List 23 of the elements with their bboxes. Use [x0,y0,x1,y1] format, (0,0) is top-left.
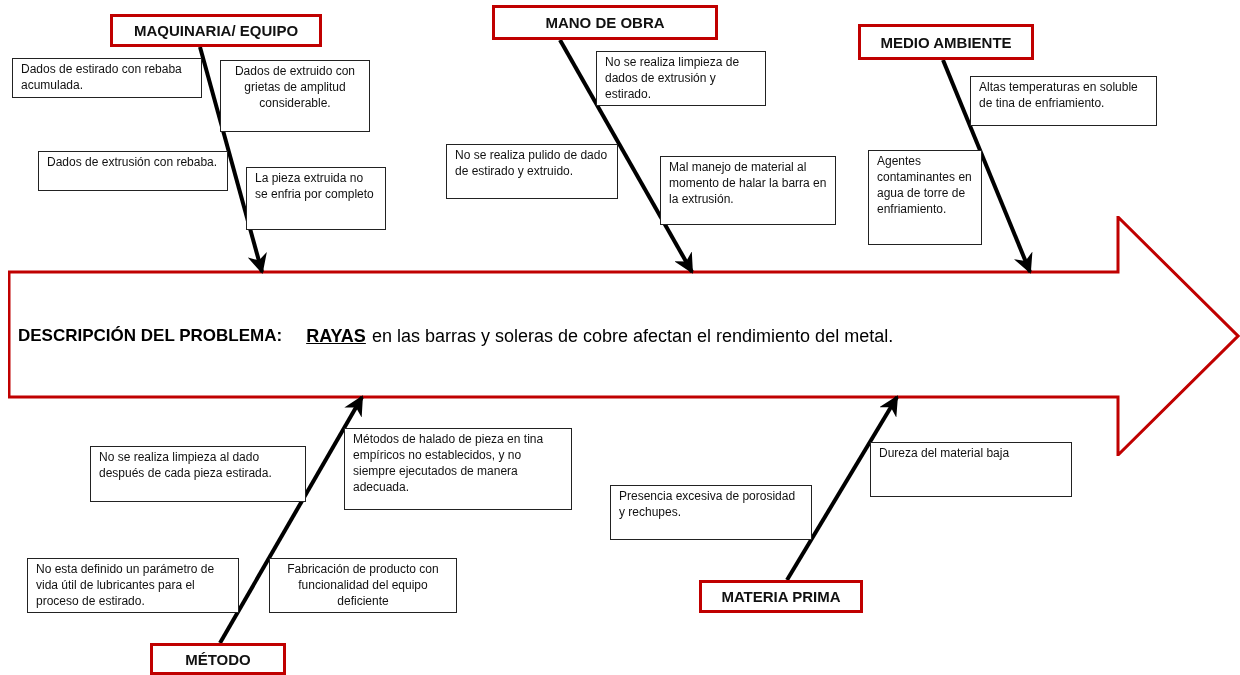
category-box: MATERIA PRIMA [699,580,863,613]
cause-box: Presencia excesiva de porosidad y rechupes. [610,485,812,540]
cause-box: No se realiza limpieza al dado después de cada pieza estirada. [90,446,306,502]
cause-box: Mal manejo de material al momento de halar la barra en la extrusión. [660,156,836,225]
category-box: MÉTODO [150,643,286,675]
category-box: MAQUINARIA/ EQUIPO [110,14,322,47]
cause-box: Agentes contaminantes en agua de torre de enfriamiento. [868,150,982,245]
problem-keyword: RAYAS [305,325,366,347]
cause-box: No se realiza pulido de dado de estirado y extruido. [446,144,618,199]
cause-box: Dados de extrusión con rebaba. [38,151,228,191]
cause-box: No se realiza limpieza de dados de extrusión y estirado. [596,51,766,106]
cause-box: Métodos de halado de pieza en tina empíricos no establecidos, y no siempre ejecutados de manera adecuada. [344,428,572,510]
cause-box: Dureza del material baja [870,442,1072,497]
cause-box: No esta definido un parámetro de vida útil de lubricantes para el proceso de estirado. [27,558,239,613]
cause-box: La pieza extruida no se enfria por completo [246,167,386,230]
cause-box: Dados de estirado con rebaba acumulada. [12,58,202,98]
cause-box: Altas temperaturas en soluble de tina de enfriamiento. [970,76,1157,126]
problem-heading: DESCRIPCIÓN DEL PROBLEMA: [18,326,283,346]
category-box: MANO DE OBRA [492,5,718,40]
cause-box: Fabricación de producto con funcionalidad del equipo deficiente [269,558,457,613]
cause-box: Dados de extruido con grietas de amplitud considerable. [220,60,370,132]
category-box: MEDIO AMBIENTE [858,24,1034,60]
problem-statement: en las barras y soleras de cobre afectan el rendimiento del metal. [371,325,894,347]
